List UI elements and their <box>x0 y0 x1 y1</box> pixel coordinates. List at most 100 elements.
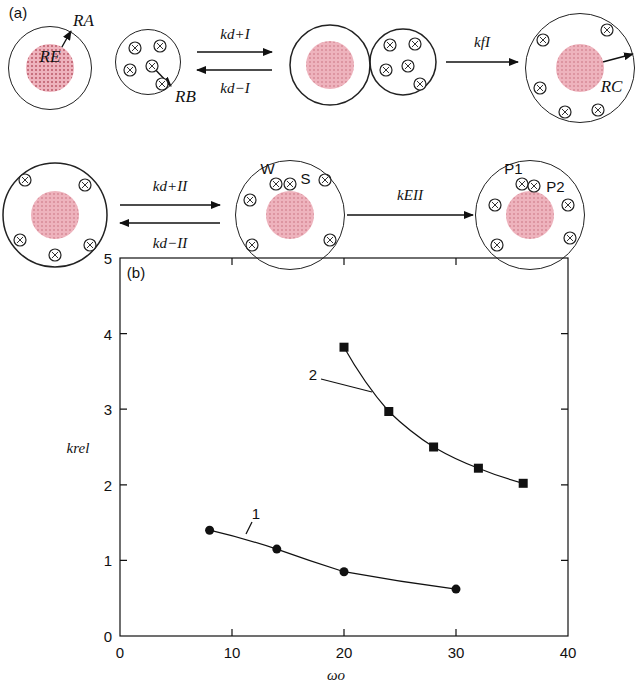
reverse-arrow <box>120 222 220 223</box>
substrate-particle <box>284 178 296 190</box>
species-label: S <box>300 170 310 185</box>
data-point <box>384 407 393 416</box>
substrate-particle <box>516 178 528 190</box>
data-point <box>340 567 349 576</box>
tick-label: 20 <box>336 645 353 660</box>
radius-label: RE <box>40 48 61 65</box>
curve-number: 1 <box>252 506 260 521</box>
tick-label: 1 <box>104 553 112 568</box>
substrate-particle <box>380 64 392 76</box>
forward-arrow <box>197 51 272 52</box>
micelle: RB <box>115 29 181 95</box>
tick-label: 10 <box>224 645 241 660</box>
axis-title: ωo <box>327 668 345 683</box>
enzyme-core <box>556 44 604 92</box>
substrate-particle <box>601 24 613 36</box>
substrate-particle <box>246 239 258 251</box>
rate-constant: kd+I <box>220 27 249 42</box>
tick-label: 0 <box>116 645 124 660</box>
data-point <box>519 479 528 488</box>
tick-marks <box>120 258 568 636</box>
leader-line <box>246 522 252 534</box>
panel-label: (b) <box>127 265 145 280</box>
substrate-particle <box>489 199 501 211</box>
substrate-particle <box>79 179 91 191</box>
leader-line <box>321 379 372 392</box>
micelle <box>3 163 107 267</box>
substrate-particle <box>270 178 282 190</box>
substrate-particle <box>129 42 141 54</box>
substrate-particle <box>49 249 61 261</box>
micelle: P1P2 <box>475 160 585 270</box>
substrate-particle <box>146 60 158 72</box>
micelle <box>290 25 370 105</box>
substrate-particle <box>324 234 336 246</box>
tick-label: 2 <box>104 477 112 492</box>
substrate-particle <box>559 106 571 118</box>
enzyme-core: RE <box>26 44 74 92</box>
tick-label: 40 <box>560 645 577 660</box>
substrate-particle <box>562 199 574 211</box>
data-point <box>429 443 438 452</box>
curve-number: 2 <box>309 367 317 382</box>
substrate-particle <box>409 38 421 50</box>
substrate-particle <box>384 39 396 51</box>
panel-label: (a) <box>9 5 27 20</box>
fusion-arrow <box>446 61 518 62</box>
enzyme-core <box>31 191 79 239</box>
tick-label: 30 <box>448 645 465 660</box>
micelle: RC <box>525 13 635 123</box>
substrate-particle <box>154 40 166 52</box>
substrate-particle <box>537 34 549 46</box>
data-point <box>340 343 349 352</box>
species-label: P1 <box>504 160 522 175</box>
substrate-particle <box>124 64 136 76</box>
data-point <box>272 545 281 554</box>
substrate-particle <box>14 234 26 246</box>
substrate-particle <box>19 174 31 186</box>
tick-label: 3 <box>104 402 112 417</box>
radius-label: RC <box>601 77 623 94</box>
curve-2 <box>344 347 523 483</box>
tick-label: 0 <box>104 629 112 644</box>
tick-label: 5 <box>104 251 112 266</box>
data-point <box>205 526 214 535</box>
reverse-arrow <box>197 69 272 70</box>
tick-label: 4 <box>104 326 112 341</box>
micelle <box>370 29 436 95</box>
rate-constant: kEII <box>397 188 423 203</box>
data-point <box>452 585 461 594</box>
axis-title: krel <box>67 441 90 456</box>
species-label: P2 <box>546 178 564 193</box>
radius-label: RA <box>73 11 94 28</box>
substrate-particle <box>156 78 168 90</box>
substrate-particle <box>564 232 576 244</box>
substrate-particle <box>528 180 540 192</box>
curve-1 <box>210 530 456 589</box>
substrate-particle <box>491 239 503 251</box>
substrate-particle <box>592 104 604 116</box>
enzyme-core <box>506 191 554 239</box>
substrate-particle <box>534 82 546 94</box>
micelle: WS <box>235 160 345 270</box>
enzyme-core <box>306 41 354 89</box>
species-label: W <box>260 160 274 175</box>
reaction-arrow <box>347 214 473 215</box>
substrate-particle <box>319 174 331 186</box>
substrate-particle <box>414 78 426 90</box>
forward-arrow <box>120 204 220 205</box>
rate-constant: kd+II <box>153 179 187 194</box>
plot-frame <box>120 258 568 636</box>
substrate-particle <box>84 239 96 251</box>
rate-constant: kfI <box>474 35 490 50</box>
substrate-particle <box>244 194 256 206</box>
enzyme-core <box>266 191 314 239</box>
radius-label: RB <box>175 87 196 104</box>
rate-constant: kd−II <box>153 236 187 251</box>
micelle: RARE <box>8 26 92 110</box>
data-point <box>474 464 483 473</box>
substrate-particle <box>402 60 414 72</box>
rate-constant: kd−I <box>220 81 249 96</box>
